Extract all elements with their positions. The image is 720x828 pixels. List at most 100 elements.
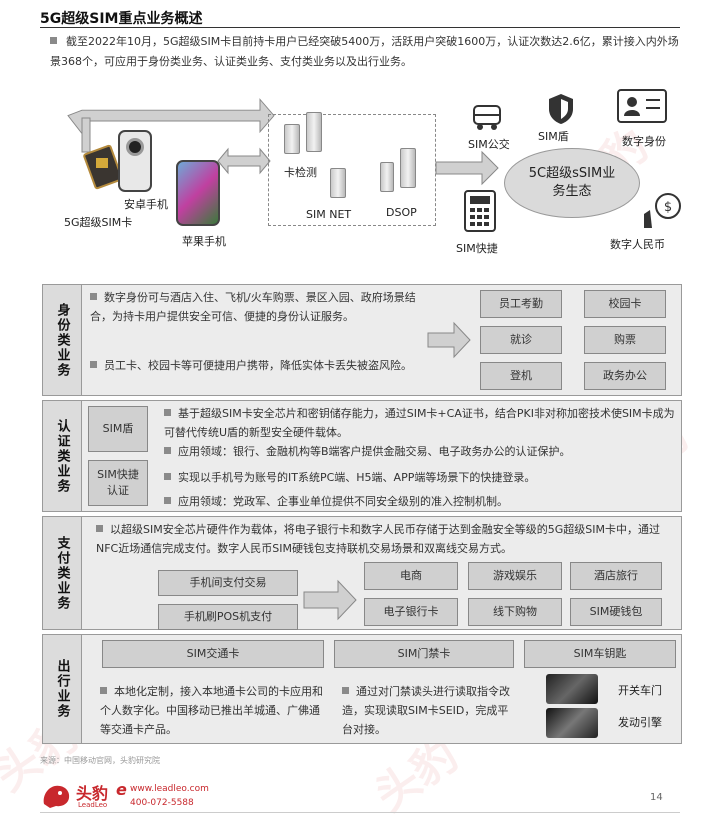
intro-text: 截至2022年10月，5G超级SIM卡目前持卡用户已经突破5400万，活跃用户突… xyxy=(50,35,679,68)
iphone-image xyxy=(176,160,220,226)
payment-box: 酒店旅行 xyxy=(570,562,662,590)
dsop-label: DSOP xyxy=(386,206,417,219)
server-icon xyxy=(284,124,300,154)
bus-icon xyxy=(473,105,501,130)
identity-bullet-text: 数字身份可与酒店入住、飞机/火车购票、景区入园、政府场景结合，为持卡用户提供安全… xyxy=(90,291,416,323)
travel-bullet: 本地化定制，接入本地通卡公司的卡应用和个人数字化。中国移动已推出羊城通、广佛通等… xyxy=(100,682,330,739)
travel-bullet-text: 本地化定制，接入本地通卡公司的卡应用和个人数字化。中国移动已推出羊城通、广佛通等… xyxy=(100,685,323,736)
auth-bullet-text: 应用领域：党政军、企事业单位提供不同安全级别的准入控制机制。 xyxy=(178,495,508,508)
sim-shield-label: SIM盾 xyxy=(538,130,569,143)
e-logo-icon: e xyxy=(116,780,127,799)
calculator-icon xyxy=(464,190,496,232)
payment-left-box: 手机间支付交易 xyxy=(158,570,298,596)
travel-box: SIM交通卡 xyxy=(102,640,324,668)
coin-hand-icon: $ xyxy=(644,193,681,228)
auth-header: 认证类业务 xyxy=(42,400,82,512)
identity-section xyxy=(42,284,682,396)
identity-bullet: 员工卡、校园卡等可便捷用户携带，降低实体卡丢失被盗风险。 xyxy=(90,356,428,375)
car-door-image xyxy=(546,674,598,704)
payment-arrow xyxy=(303,579,357,621)
auth-bullet-text: 基于超级SIM卡安全芯片和密钥储存能力，通过SIM卡+CA证书，结合PKI非对称… xyxy=(164,407,675,439)
auth-bullet-text: 应用领域：银行、金融机构等B端客户提供金融交易、电子政务办公的认证保护。 xyxy=(178,445,571,458)
leopard-logo-icon xyxy=(43,785,70,808)
identity-box: 登机 xyxy=(480,362,562,390)
payment-header-text: 支付类业务 xyxy=(54,535,70,611)
camera-icon xyxy=(126,138,144,156)
server-icon xyxy=(330,168,346,198)
auth-bullet: 应用领域：党政军、企事业单位提供不同安全级别的准入控制机制。 xyxy=(164,492,676,511)
sim-bus-label: SIM公交 xyxy=(468,138,510,151)
auth-bullet: 实现以手机号为账号的IT系统PC端、H5端、APP端等场景下的快捷登录。 xyxy=(164,468,676,487)
travel-header: 出行业务 xyxy=(42,634,82,744)
footer-divider xyxy=(40,812,680,813)
bullet-square-icon xyxy=(164,409,171,416)
shield-icon xyxy=(549,94,573,124)
payment-box: 电子银行卡 xyxy=(364,598,458,626)
identity-box: 校园卡 xyxy=(584,290,666,318)
identity-arrow xyxy=(427,321,471,359)
server-icon xyxy=(400,148,416,188)
sim-chip-icon xyxy=(96,158,108,168)
identity-bullet-text: 员工卡、校园卡等可便捷用户携带，降低实体卡丢失被盗风险。 xyxy=(104,359,412,372)
payment-header: 支付类业务 xyxy=(42,516,82,630)
payment-box: SIM硬钱包 xyxy=(570,598,662,626)
identity-box: 就诊 xyxy=(480,326,562,354)
bullet-square-icon xyxy=(342,687,349,694)
auth-bullet: 应用领域：银行、金融机构等B端客户提供金融交易、电子政务办公的认证保护。 xyxy=(164,442,676,461)
sim-quick-label: SIM快捷 xyxy=(456,242,498,255)
identity-box: 员工考勤 xyxy=(480,290,562,318)
iphone-label: 苹果手机 xyxy=(182,235,226,248)
bullet-square-icon xyxy=(90,361,97,368)
auth-box: SIM盾 xyxy=(88,406,148,452)
auth-bullet-text: 实现以手机号为账号的IT系统PC端、H5端、APP端等场景下的快捷登录。 xyxy=(178,471,536,484)
to-ecosystem-arrow xyxy=(435,150,499,186)
auth-header-text: 认证类业务 xyxy=(54,418,70,494)
bullet-square-icon xyxy=(164,473,171,480)
identity-header-text: 身份类业务 xyxy=(54,302,70,378)
footer-website: www.leadleo.com xyxy=(130,784,209,794)
ecosystem-ellipse: 5C超级sSIM业务生态 xyxy=(504,148,640,218)
payment-left-box: 手机刷POS机支付 xyxy=(158,604,298,630)
identity-bullet: 数字身份可与酒店入住、飞机/火车购票、景区入园、政府场景结合，为持卡用户提供安全… xyxy=(90,288,428,326)
identity-header: 身份类业务 xyxy=(42,284,82,396)
engine-button-image xyxy=(546,708,598,738)
bullet-square-icon xyxy=(164,497,171,504)
ecosystem-label: 5C超级sSIM业务生态 xyxy=(528,166,616,199)
payment-bullet-text: 以超级SIM安全芯片硬件作为载体，将电子银行卡和数字人民币存储于达到金融安全等级… xyxy=(96,523,660,555)
card-check-label: 卡检测 xyxy=(284,166,317,179)
sim-card-label: 5G超级SIM卡 xyxy=(64,216,133,229)
svg-text:$: $ xyxy=(664,200,672,215)
server-icon xyxy=(306,112,322,152)
auth-bullet: 基于超级SIM卡安全芯片和密钥储存能力，通过SIM卡+CA证书，结合PKI非对称… xyxy=(164,404,676,442)
page-number: 14 xyxy=(650,792,663,803)
title-divider xyxy=(40,27,680,28)
android-phone-label: 安卓手机 xyxy=(124,198,168,211)
car-door-label: 开关车门 xyxy=(618,684,662,697)
travel-box: SIM车钥匙 xyxy=(524,640,676,668)
auth-box: SIM快捷认证 xyxy=(88,460,148,506)
sim-net-label: SIM NET xyxy=(306,208,352,221)
digital-id-label: 数字身份 xyxy=(622,135,666,148)
brand-name: 头豹 xyxy=(76,784,109,803)
payment-bullet: 以超级SIM安全芯片硬件作为载体，将电子银行卡和数字人民币存储于达到金融安全等级… xyxy=(96,520,676,558)
bullet-square-icon xyxy=(90,293,97,300)
id-card-icon xyxy=(617,89,667,123)
digital-rmb-label: 数字人民币 xyxy=(610,238,665,251)
footer-phone: 400-072-5588 xyxy=(130,798,194,808)
travel-box: SIM门禁卡 xyxy=(334,640,514,668)
travel-header-text: 出行业务 xyxy=(54,659,70,719)
brand-name-en: LeadLeo xyxy=(78,801,108,809)
payment-box: 游戏娱乐 xyxy=(468,562,562,590)
bullet-square-icon xyxy=(50,37,57,44)
identity-box: 政务办公 xyxy=(584,362,666,390)
bullet-square-icon xyxy=(96,525,103,532)
phone-server-arrow xyxy=(217,147,271,175)
travel-bullet-text: 通过对门禁读头进行读取指令改造，实现读取SIM卡SEID，完成平台对接。 xyxy=(342,685,510,736)
intro-paragraph: 截至2022年10月，5G超级SIM卡目前持卡用户已经突破5400万，活跃用户突… xyxy=(50,32,680,72)
travel-bullet: 通过对门禁读头进行读取指令改造，实现读取SIM卡SEID，完成平台对接。 xyxy=(342,682,514,739)
engine-start-label: 发动引擎 xyxy=(618,716,662,729)
bullet-square-icon xyxy=(164,447,171,454)
payment-box: 电商 xyxy=(364,562,458,590)
bullet-square-icon xyxy=(100,687,107,694)
